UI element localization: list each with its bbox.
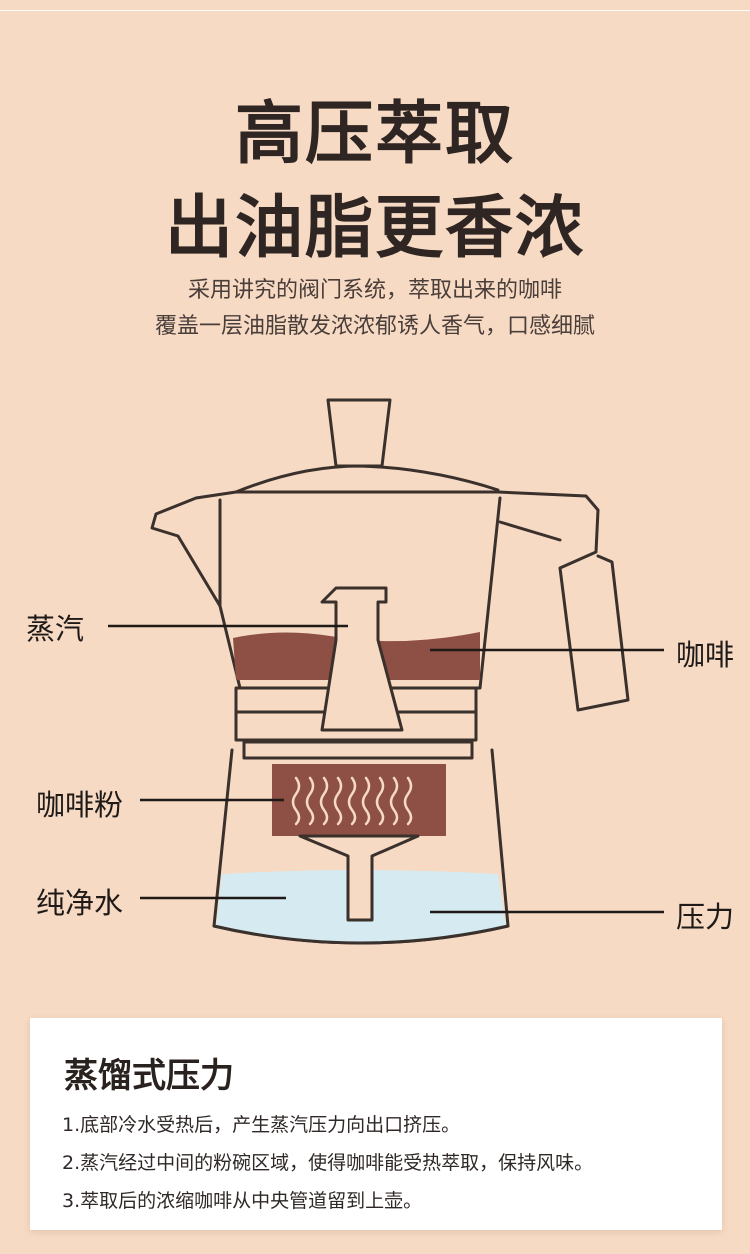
funnel xyxy=(298,834,420,922)
label-water: 纯净水 xyxy=(36,886,124,920)
waist xyxy=(234,686,478,742)
headline-line-2: 出油脂更香浓 xyxy=(164,189,585,268)
top-divider xyxy=(0,10,750,11)
label-coffee: 咖啡 xyxy=(676,638,735,672)
info-point-1: 1.底部冷水受热后，产生蒸汽压力向出口挤压。 xyxy=(62,1114,461,1136)
headline-line-1: 高压萃取 xyxy=(234,95,515,174)
lid-knob xyxy=(326,398,392,468)
info-point-3: 3.萃取后的浓缩咖啡从中央管道留到上壶。 xyxy=(62,1190,423,1212)
moka-pot-diagram xyxy=(108,398,664,945)
central-tube xyxy=(320,586,404,732)
spout xyxy=(150,490,238,608)
info-card: 蒸馏式压力 1.底部冷水受热后，产生蒸汽压力向出口挤压。 2.蒸汽经过中间的粉碗… xyxy=(30,1018,722,1230)
handle xyxy=(496,490,630,712)
subtitle-line-2: 覆盖一层油脂散发浓浓郁诱人香气，口感细腻 xyxy=(154,314,595,339)
info-card-title: 蒸馏式压力 xyxy=(64,1056,234,1096)
lid xyxy=(234,464,500,494)
filter-plate xyxy=(242,740,474,760)
label-steam: 蒸汽 xyxy=(26,612,85,646)
label-grounds: 咖啡粉 xyxy=(36,788,124,822)
grounds-basket xyxy=(272,764,446,836)
subtitle-line-1: 采用讲究的阀门系统，萃取出来的咖啡 xyxy=(187,278,562,303)
label-pressure: 压力 xyxy=(676,900,735,934)
info-point-2: 2.蒸汽经过中间的粉碗区域，使得咖啡能受热萃取，保持风味。 xyxy=(62,1152,594,1174)
steam-waves xyxy=(291,776,413,826)
